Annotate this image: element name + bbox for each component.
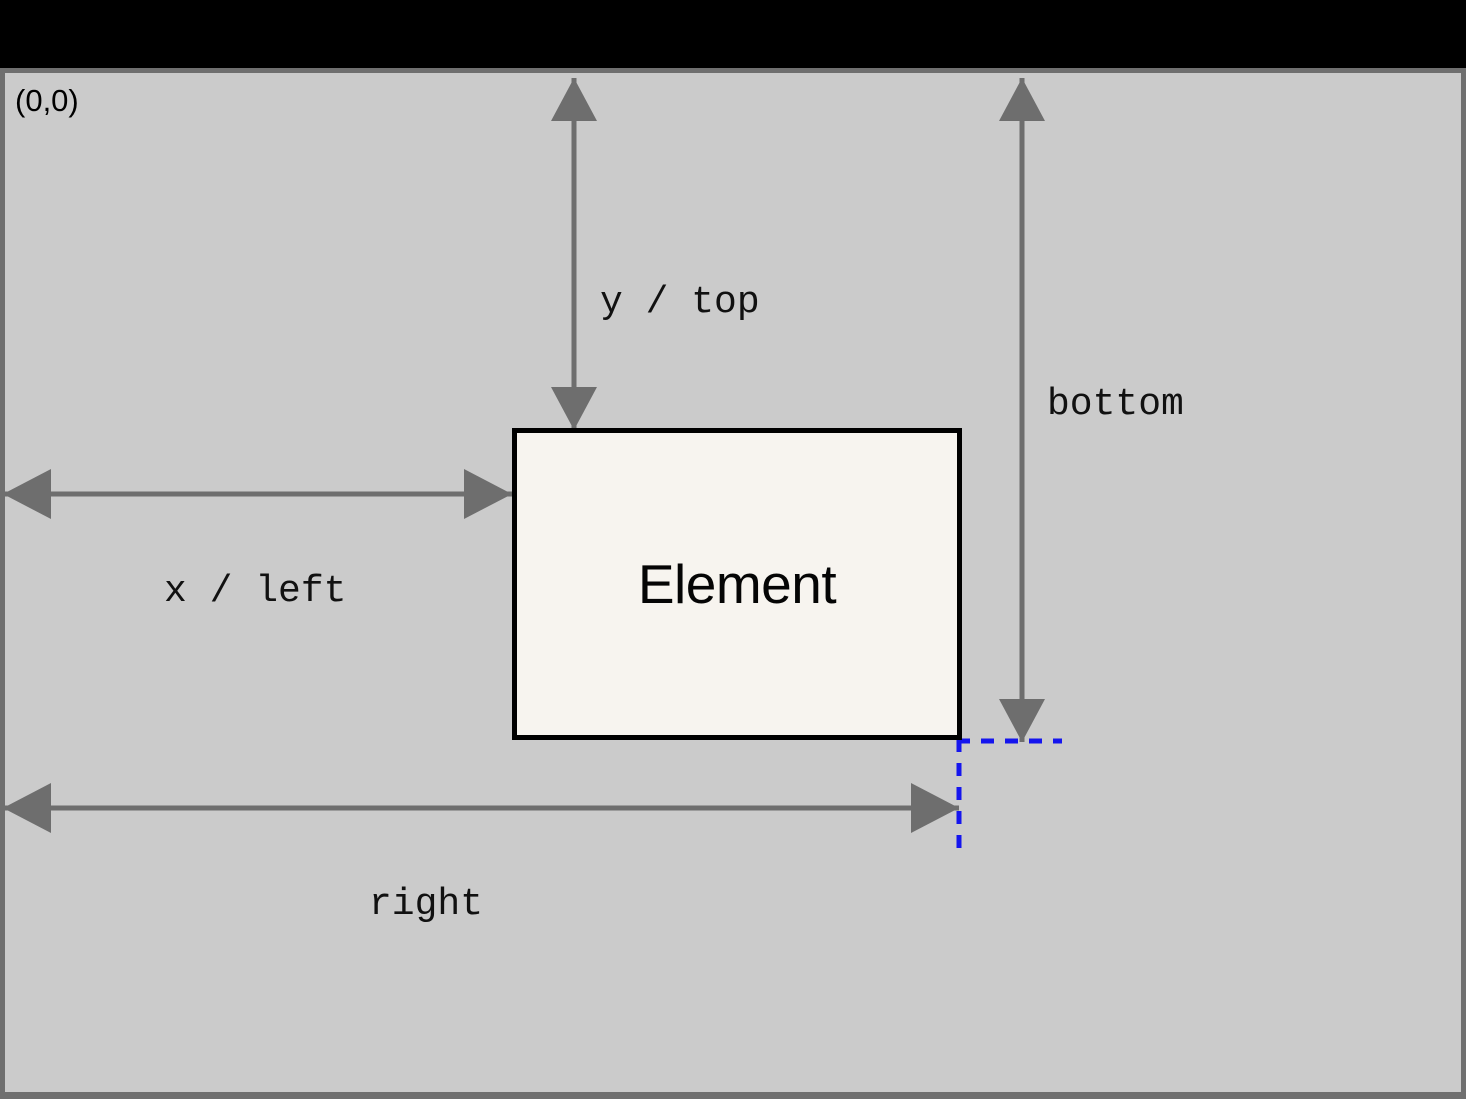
measurement-arrow-bottom xyxy=(999,78,1045,742)
measurement-arrow-y-top xyxy=(551,78,597,430)
element-box: Element xyxy=(512,428,962,740)
measurement-arrow-right xyxy=(5,783,959,833)
arrow-head-left-right xyxy=(5,783,51,833)
arrow-head-right-x-left xyxy=(464,469,512,519)
measurement-arrow-x-left xyxy=(5,469,512,519)
arrow-head-down-bottom xyxy=(999,699,1045,742)
arrow-head-right-right xyxy=(911,783,959,833)
origin-coordinate-label: (0,0) xyxy=(15,83,79,118)
measurement-overlay xyxy=(5,78,1062,848)
arrow-head-up-bottom xyxy=(999,78,1045,121)
label-x-left: x / left xyxy=(164,570,347,613)
arrow-head-down-y-top xyxy=(551,387,597,430)
label-y-top: y / top xyxy=(600,281,760,324)
label-bottom: bottom xyxy=(1047,383,1184,426)
browser-viewport: (0,0) xyxy=(0,68,1466,1099)
arrow-head-left-x-left xyxy=(5,469,51,519)
label-right: right xyxy=(369,883,484,926)
element-box-label: Element xyxy=(637,552,837,615)
arrow-head-up-y-top xyxy=(551,78,597,121)
